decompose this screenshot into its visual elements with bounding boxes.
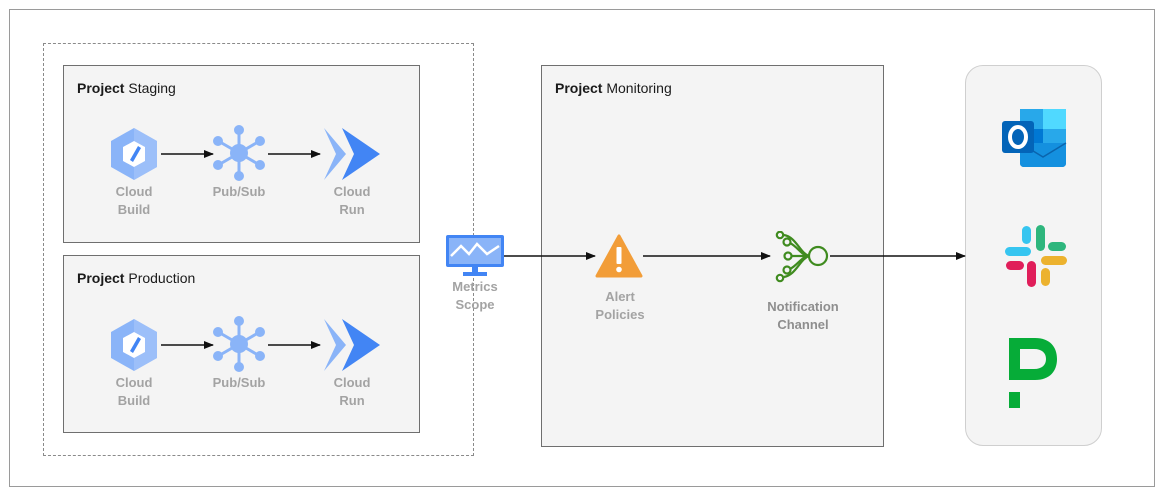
project-staging-title: Project Staging bbox=[77, 80, 176, 96]
pubsub-label: Pub/Sub bbox=[212, 184, 266, 199]
cloud-build-icon bbox=[111, 128, 157, 180]
cloud-run-icon bbox=[324, 128, 380, 180]
notification-channel-icon bbox=[775, 231, 829, 283]
outlook-icon bbox=[1002, 109, 1067, 167]
cloud-build-label: Cloud Build bbox=[115, 184, 153, 217]
alert-policies-label: Alert Policies bbox=[595, 289, 645, 322]
pagerduty-icon bbox=[1009, 338, 1057, 408]
pubsub-icon bbox=[213, 316, 265, 372]
cloud-build-label: Cloud Build bbox=[115, 375, 153, 408]
project-monitoring-title: Project Monitoring bbox=[555, 80, 672, 96]
pubsub-label: Pub/Sub bbox=[212, 375, 266, 390]
cloud-build-icon bbox=[111, 319, 157, 371]
pubsub-icon bbox=[213, 125, 265, 181]
notification-destinations-panel bbox=[965, 65, 1102, 446]
metrics-scope-icon bbox=[446, 235, 504, 276]
alert-warning-icon bbox=[595, 234, 643, 278]
project-monitoring: Project Monitoring bbox=[541, 65, 884, 447]
slack-icon bbox=[1005, 225, 1067, 287]
project-production-title: Project Production bbox=[77, 270, 196, 286]
metrics-scope-label: Metrics Scope bbox=[452, 279, 498, 312]
cloud-run-label: Cloud Run bbox=[333, 375, 371, 408]
cloud-run-label: Cloud Run bbox=[333, 184, 371, 217]
cloud-run-icon bbox=[324, 319, 380, 371]
notification-channel-label: Notification Channel bbox=[767, 299, 839, 332]
